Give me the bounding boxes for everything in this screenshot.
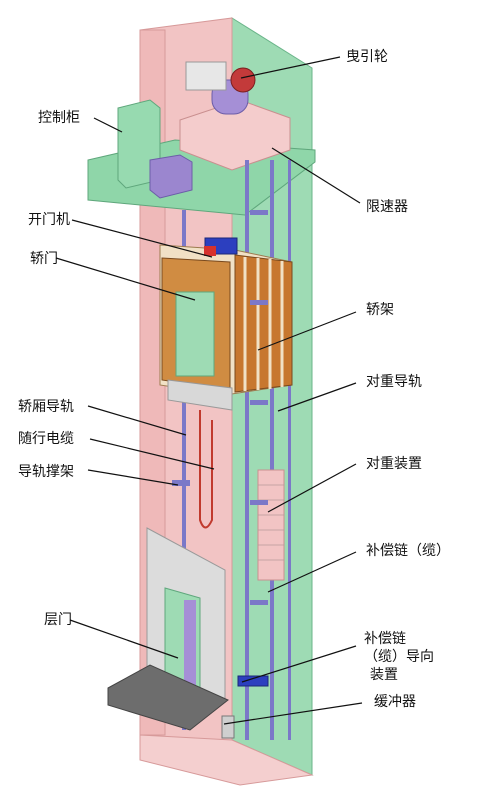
landing-sill bbox=[107, 664, 229, 731]
label-compensation-guide: 补偿链 （缆）导向 装置 bbox=[364, 630, 434, 684]
leader-buffer bbox=[223, 702, 363, 725]
label-control-cabinet: 控制柜 bbox=[38, 110, 80, 126]
label-car-frame: 轿架 bbox=[366, 302, 394, 318]
car-side-slats bbox=[243, 257, 284, 391]
leader-car-guide-rail bbox=[87, 405, 187, 436]
rail-brackets bbox=[172, 210, 268, 605]
label-car-guide-rail: 轿厢导轨 bbox=[18, 399, 74, 415]
leader-landing-door bbox=[69, 619, 179, 659]
leader-cw-guide-rail bbox=[277, 382, 357, 412]
leader-car-frame bbox=[257, 311, 357, 351]
leader-speed-governor bbox=[271, 147, 361, 204]
door-operator-red bbox=[204, 246, 216, 256]
label-compensation-guide-line2: （缆）导向 bbox=[364, 649, 434, 665]
label-traveling-cable: 随行电缆 bbox=[18, 431, 74, 447]
leader-traction-sheave bbox=[240, 56, 341, 79]
car-rail-left bbox=[182, 210, 186, 730]
leader-counterweight bbox=[267, 463, 357, 513]
leader-compensation-chain bbox=[267, 551, 357, 593]
label-traction-sheave: 曳引轮 bbox=[346, 49, 388, 65]
machine-top bbox=[185, 61, 227, 91]
car-door-panel bbox=[175, 291, 215, 377]
counterweight-shape bbox=[257, 469, 285, 581]
leader-door-operator bbox=[71, 219, 213, 258]
cw-rail-2 bbox=[270, 160, 274, 740]
label-car-door: 轿门 bbox=[30, 251, 58, 267]
label-speed-governor: 限速器 bbox=[366, 199, 408, 215]
car-side bbox=[234, 254, 293, 393]
label-compensation-guide-line1: 补偿链 bbox=[364, 631, 406, 647]
label-guide-rail-bracket: 导轨撑架 bbox=[18, 464, 74, 480]
cw-rail-1 bbox=[245, 160, 249, 740]
label-door-operator: 开门机 bbox=[28, 212, 70, 228]
control-cabinet-box bbox=[149, 154, 193, 199]
leader-car-door bbox=[55, 257, 196, 301]
leader-compensation-guide bbox=[241, 645, 357, 683]
leader-guide-rail-bracket bbox=[87, 469, 179, 486]
leader-traveling-cable bbox=[89, 438, 215, 470]
car-platform bbox=[167, 379, 233, 411]
buffer-shape bbox=[221, 715, 235, 739]
leader-lines bbox=[55, 56, 363, 725]
label-cw-guide-rail: 对重导轨 bbox=[366, 374, 422, 390]
shaft-pit bbox=[139, 734, 314, 786]
traction-sheave-shape bbox=[230, 67, 256, 93]
cw-rail-3 bbox=[288, 160, 291, 740]
label-compensation-chain: 补偿链（缆） bbox=[366, 543, 450, 559]
traveling-cable-shape bbox=[199, 410, 213, 529]
label-compensation-guide-line3: 装置 bbox=[370, 667, 398, 683]
landing-door-stripe bbox=[184, 600, 196, 686]
label-counterweight-device: 对重装置 bbox=[366, 456, 422, 472]
compensation-guide-shape bbox=[237, 675, 269, 687]
label-buffer: 缓冲器 bbox=[374, 694, 416, 710]
leader-control-cabinet bbox=[93, 117, 123, 133]
label-landing-door: 层门 bbox=[44, 612, 72, 628]
